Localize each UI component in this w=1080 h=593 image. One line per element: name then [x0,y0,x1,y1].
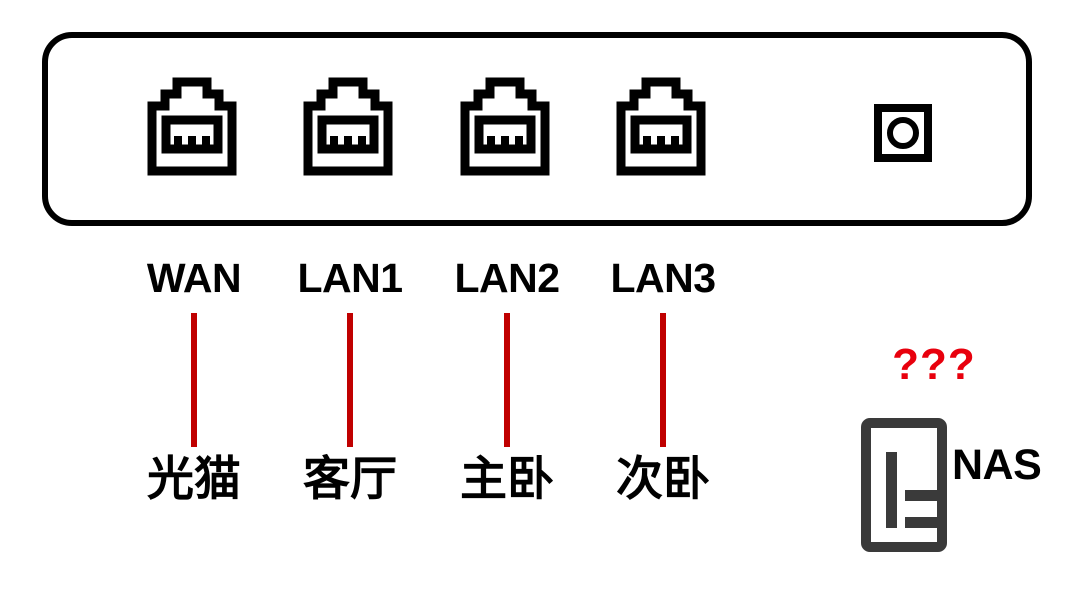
port-label-lan3: LAN3 [610,255,716,301]
port-label-wan: WAN [146,255,242,301]
nas-label: NAS [952,441,1042,489]
nas-device[interactable] [861,418,947,552]
connector-line-lan2 [504,313,510,447]
rj45-port-wan[interactable] [146,70,238,176]
rj45-port-icon [302,70,394,176]
destination-label-lan1: 客厅 [303,452,397,505]
connector-line-wan [191,313,197,447]
connector-line-lan1 [347,313,353,447]
connector-line-lan3 [660,313,666,447]
nas-tower-icon [861,418,947,552]
rj45-port-icon [146,70,238,176]
power-jack-icon [874,104,932,162]
port-label-lan1: LAN1 [297,255,403,301]
rj45-port-lan3[interactable] [615,70,707,176]
router-chassis [42,32,1032,226]
destination-label-lan3: 次卧 [616,452,710,505]
power-jack-port[interactable] [874,104,932,162]
destination-label-lan2: 主卧 [460,452,554,505]
rj45-port-icon [459,70,551,176]
rj45-port-lan1[interactable] [302,70,394,176]
nas-question-marks: ??? [892,340,976,389]
destination-label-wan: 光猫 [147,452,241,505]
rj45-port-icon [615,70,707,176]
port-label-lan2: LAN2 [454,255,560,301]
rj45-port-lan2[interactable] [459,70,551,176]
